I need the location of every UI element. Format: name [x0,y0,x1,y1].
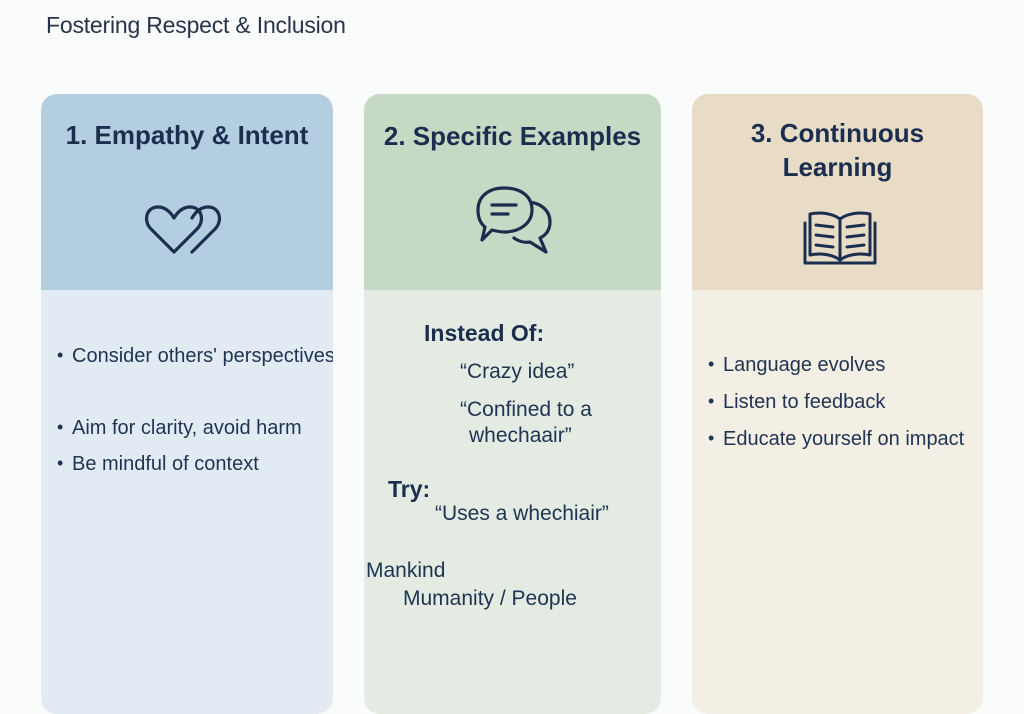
list-item: Listen to feedback [708,391,885,414]
list-item: Consider others' perspectives [57,345,333,368]
example-phrase: whechaair” [469,424,572,447]
card-title: 1. Empathy & Intent [65,120,309,150]
card-header: 3. Continuous Learning [692,94,983,290]
card-header: 2. Specific Examples [364,94,661,290]
open-book-icon [800,207,880,267]
page-title: Fostering Respect & Inclusion [46,12,346,38]
list-item: Be mindful of context [57,453,259,476]
card-body: Instead Of: “Crazy idea” “Confined to a … [364,290,661,714]
card-body: Consider others' perspectives Aim for cl… [41,290,333,714]
card-specific-examples: 2. Specific Examples Instead Of: “Crazy … [364,94,661,714]
try-label: Try: [388,476,431,502]
card-title: 3. Continuous Learning [692,116,983,184]
list-item: Educate yourself on impact [708,428,964,451]
instead-of-label: Instead Of: [424,320,545,346]
example-phrase: “Confined to a [460,398,592,421]
list-item: Aim for clarity, avoid harm [57,417,302,440]
double-heart-icon [142,200,232,260]
alternative-phrase: Mumanity / People [403,587,577,610]
card-title-line: Learning [782,152,893,182]
card-continuous-learning: 3. Continuous Learning Language evolves … [692,94,983,714]
card-empathy-intent: 1. Empathy & Intent Consider others' per… [41,94,333,714]
card-title-line: 3. Continuous [750,118,925,148]
example-phrase: Mankind [366,559,446,582]
card-body: Language evolves Listen to feedback Educ… [692,290,983,714]
list-item: Language evolves [708,354,885,377]
alternative-phrase: “Uses a whechiair” [435,502,609,525]
example-phrase: “Crazy idea” [460,360,575,383]
speech-bubbles-icon [474,182,558,258]
card-title: 2. Specific Examples [383,121,642,151]
card-header: 1. Empathy & Intent [41,94,333,290]
